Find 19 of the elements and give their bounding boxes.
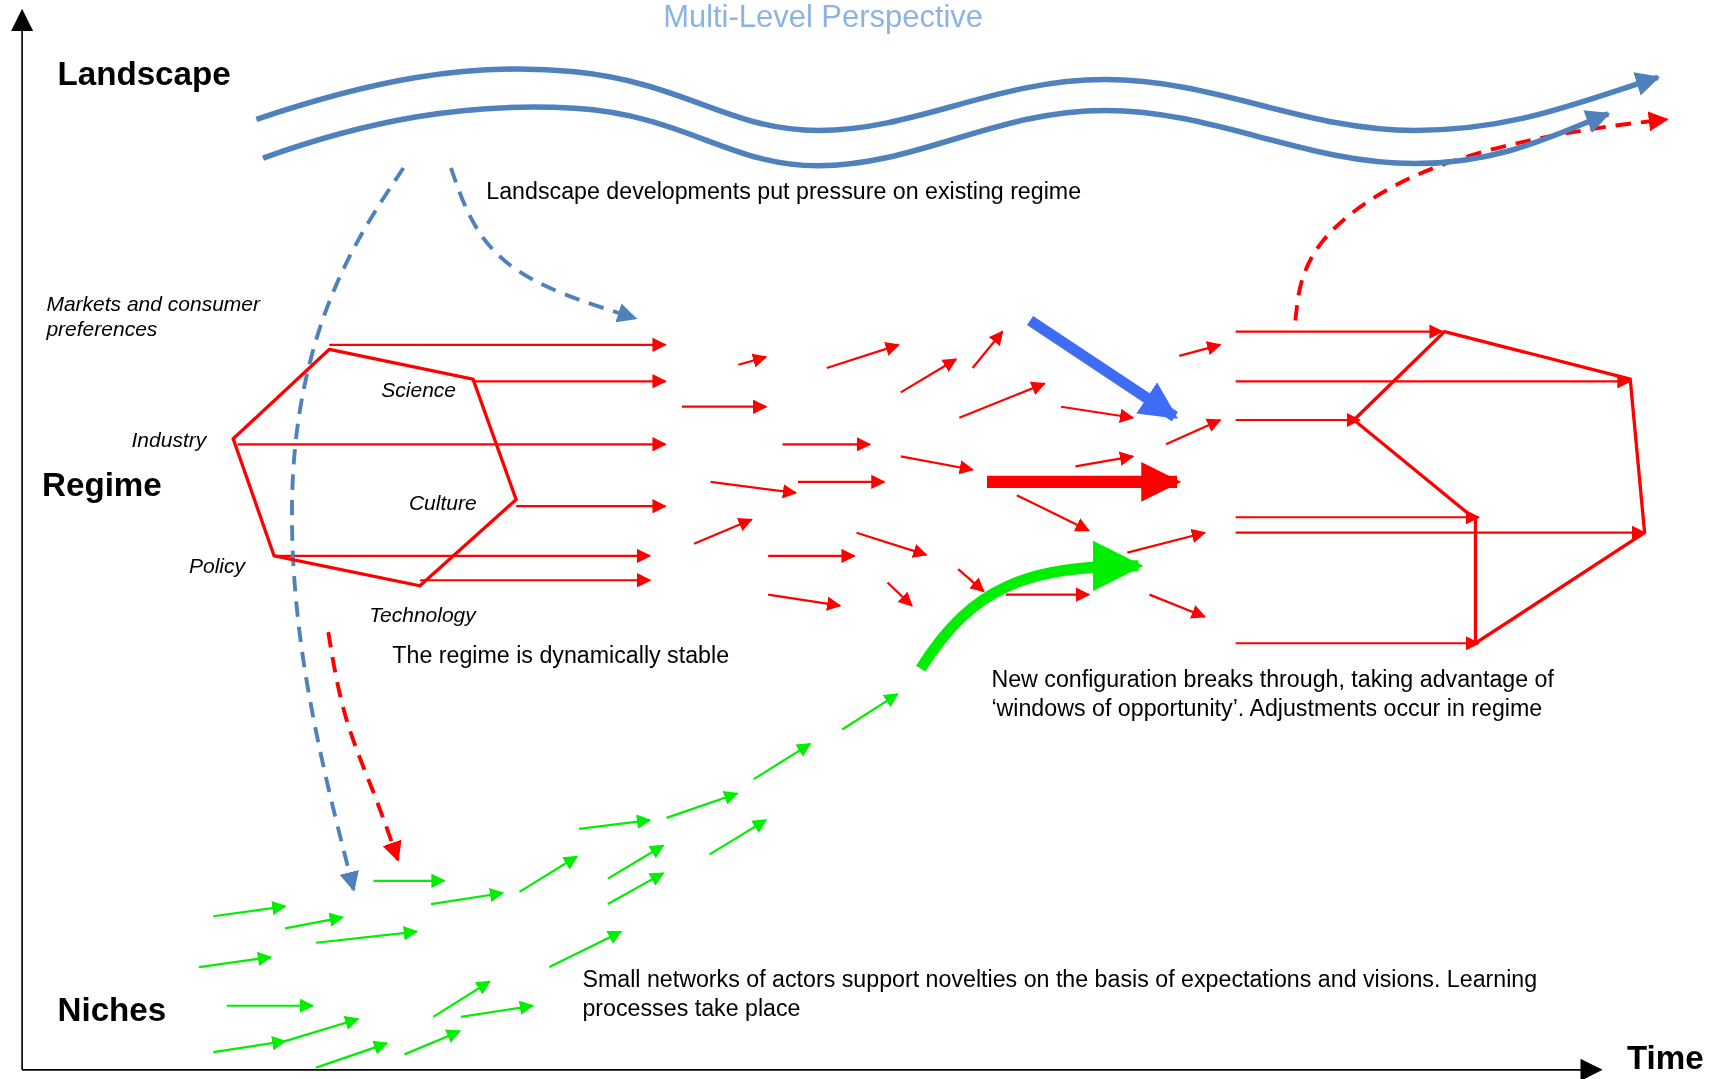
vertex-label: Science (381, 377, 457, 403)
note-text: Landscape developments put pressure on existing regime (486, 176, 1083, 206)
title: Multi-Level Perspective (663, 0, 984, 34)
dashed-arrow (326, 631, 402, 862)
note-text: New configuration breaks through, taking advantage of ‘windows of opportunity’. Adjustments occur in regime (991, 665, 1555, 723)
level-label: Landscape (57, 55, 231, 93)
vertex-label: Industry (131, 426, 207, 453)
note-text: The regime is dynamically stable (392, 641, 731, 670)
level-label: Time (1626, 1038, 1704, 1077)
level-label: Niches (57, 991, 167, 1029)
dashed-arrow (1293, 111, 1669, 321)
dashed-arrow (290, 166, 406, 892)
vertex-label: Technology (369, 602, 476, 628)
note-text: Small networks of actors support novelties on the basis of expectations and visions. Learning processes take place (582, 964, 1539, 1023)
level-label: Regime (42, 466, 162, 504)
dashed-arrow (449, 167, 638, 323)
vertex-label: Policy (189, 552, 245, 579)
vertex-label: Markets and consumer preferences (46, 290, 262, 342)
vertex-label: Culture (408, 489, 477, 516)
